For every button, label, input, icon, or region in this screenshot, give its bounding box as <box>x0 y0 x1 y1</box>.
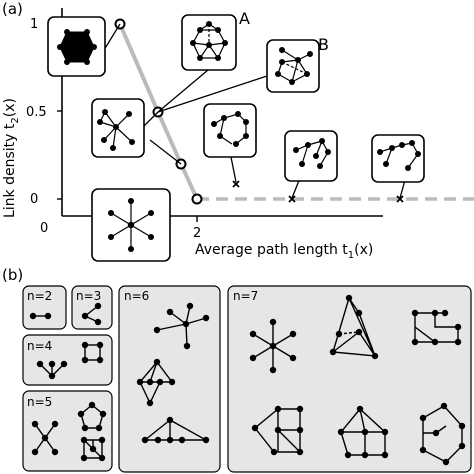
svg-text:n=4: n=4 <box>27 339 52 353</box>
y-axis-title: Link density t2(x) <box>2 98 21 218</box>
inset-graph-b <box>266 39 320 93</box>
y-tick-label: 0.5 <box>26 105 47 120</box>
svg-text:n=7: n=7 <box>233 289 258 303</box>
x-axis-title: Average path length t1(x) <box>195 242 373 261</box>
svg-text:n=6: n=6 <box>124 289 149 303</box>
svg-text:n=3: n=3 <box>76 289 101 303</box>
marker-a: A <box>239 9 250 28</box>
boundary-curve <box>118 23 199 200</box>
inset-tree-2 <box>284 130 338 182</box>
cross-markers <box>232 180 404 203</box>
group-n7: n=7 <box>227 285 472 473</box>
svg-text:n=5: n=5 <box>27 395 52 409</box>
group-n2: n=2 <box>22 285 67 330</box>
inset-tree-3 <box>371 134 425 183</box>
svg-text:n=2: n=2 <box>27 289 52 303</box>
group-n4: n=4 <box>22 334 113 386</box>
panel-b-label: (b) <box>2 266 23 284</box>
panel-a-label: (a) <box>2 0 23 18</box>
y-tick-label: 0 <box>30 192 38 207</box>
x-tick-label: 0 <box>40 221 48 236</box>
group-n3: n=3 <box>71 285 113 330</box>
inset-star-graph <box>91 188 171 262</box>
inset-tree-1 <box>203 103 257 158</box>
x-tick-label: 2 <box>193 226 201 241</box>
inset-complete-graph <box>47 16 106 77</box>
group-n5: n=5 <box>22 390 113 472</box>
y-tick-label: 1 <box>30 17 38 32</box>
connector-lines <box>103 23 406 199</box>
group-n6: n=6 <box>118 285 221 473</box>
inset-star-variant <box>91 98 145 158</box>
marker-b: B <box>318 35 329 54</box>
inset-graph-a <box>181 14 237 71</box>
